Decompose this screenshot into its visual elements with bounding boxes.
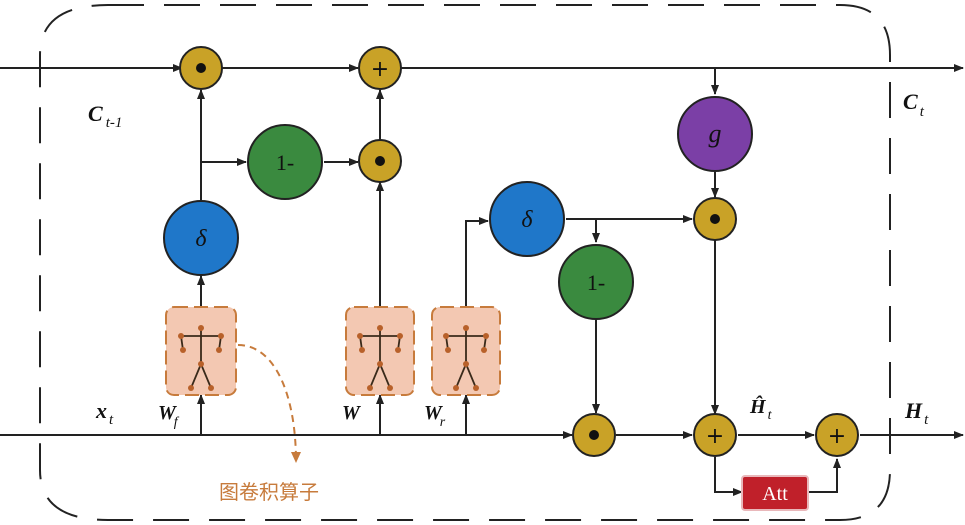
- add-op-cell: +: [358, 46, 402, 90]
- one-minus-label: 1-: [587, 270, 605, 295]
- att-box: Att: [741, 475, 809, 511]
- label-w: W: [342, 402, 361, 424]
- add-op-output: +: [815, 413, 859, 457]
- label-w-r: Wr: [424, 402, 446, 430]
- sigma-node-reset: δ: [489, 181, 565, 257]
- add-symbol: +: [706, 424, 724, 449]
- gcn3-to-sigma: [465, 217, 489, 307]
- mult-op-x: [572, 413, 616, 457]
- sigma-node-forget: δ: [163, 200, 239, 276]
- att-label: Att: [762, 483, 788, 505]
- sigma-label: δ: [195, 226, 207, 252]
- add-symbol: +: [828, 424, 846, 449]
- g-node: g: [677, 96, 753, 172]
- add-symbol: +: [371, 57, 389, 82]
- gcn-operator-3: [431, 306, 501, 396]
- gcn-operator-1: [165, 306, 237, 396]
- add-op-hhat: +: [693, 413, 737, 457]
- gcn-caption: 图卷积算子: [219, 480, 319, 504]
- one-minus-node-2: 1-: [558, 244, 634, 320]
- one-minus-label: 1-: [276, 150, 294, 175]
- cell-boundary: [39, 4, 891, 521]
- gcn-operator-2: [345, 306, 415, 396]
- connectors: [0, 64, 964, 496]
- mult-op-g: [693, 197, 737, 241]
- att-out-line: [808, 458, 841, 493]
- label-w-f: Wf: [158, 402, 180, 430]
- g-label: g: [709, 119, 722, 148]
- gcn-pointer-arrow: [237, 344, 301, 463]
- mult-op-forget: [179, 46, 223, 90]
- sigma-label: δ: [521, 207, 533, 233]
- mult-op-candidate: [358, 139, 402, 183]
- one-minus-node-1: 1-: [247, 124, 323, 200]
- att-in-line: [714, 457, 743, 496]
